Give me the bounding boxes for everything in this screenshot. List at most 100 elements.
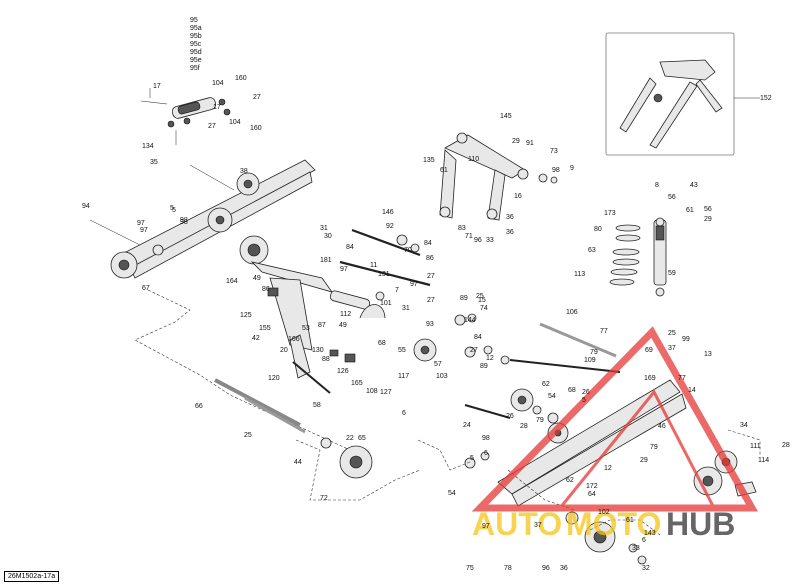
part-callout: 110 [468, 156, 479, 163]
part-callout: 58 [313, 402, 321, 409]
part-callout: 114 [758, 457, 769, 464]
lower-idler-wheels [295, 437, 661, 565]
shock-stack-callout: 95b [190, 33, 202, 40]
part-callout: 130 [312, 347, 324, 354]
part-callout: 143 [644, 530, 656, 537]
part-callout: 27 [253, 94, 261, 101]
part-callout: 166 [288, 336, 300, 343]
shock-stack-callout: 95f [190, 65, 200, 72]
middle-idler-wheels [413, 313, 621, 419]
watermark-moto: MOTO [566, 506, 661, 542]
part-callout: 49 [339, 322, 347, 329]
part-callout: 65 [358, 435, 366, 442]
part-callout: 109 [584, 357, 596, 364]
part-callout: 102 [598, 509, 610, 516]
part-callout: 13 [704, 351, 712, 358]
part-callout: 29 [704, 216, 712, 223]
part-callout: 92 [386, 223, 394, 230]
shock-stack-callout: 95 [190, 17, 198, 24]
part-callout: 108 [366, 388, 378, 395]
part-callout: 46 [658, 423, 666, 430]
part-callout: 97 [410, 281, 418, 288]
part-callout: 26 [506, 413, 514, 420]
part-callout: 53 [302, 325, 310, 332]
part-callout: 96 [542, 565, 550, 572]
center-shock-assembly [609, 217, 667, 297]
watermark-logo: AUTO MOTO HUB [471, 326, 759, 542]
part-callout: 37 [534, 522, 542, 529]
part-callout: 86 [426, 255, 434, 262]
watermark-auto: AUTO [472, 506, 562, 542]
part-callout: 27 [208, 123, 216, 130]
part-callout: 89 [460, 295, 468, 302]
part-callout: 7 [395, 287, 399, 294]
part-callout: 36 [560, 565, 568, 572]
part-callout: 36 [506, 214, 514, 221]
part-callout: 30 [324, 233, 332, 240]
part-callout: 57 [434, 361, 442, 368]
part-callout: 54 [448, 490, 456, 497]
part-callout: 112 [340, 311, 351, 318]
part-callout: 70 [404, 247, 412, 254]
part-callout: 28 [782, 442, 790, 449]
part-callout: 74 [480, 305, 488, 312]
part-callout: 79 [650, 444, 658, 451]
part-callout: 67 [142, 285, 150, 292]
part-callout: 56 [668, 194, 676, 201]
part-callout: 26 [582, 389, 590, 396]
part-callout: 104 [229, 119, 241, 126]
part-callout: 24 [463, 422, 471, 429]
part-callout: 87 [318, 322, 326, 329]
part-callout: 15 [478, 297, 486, 304]
part-callout: 103 [436, 373, 448, 380]
shock-stack-callout: 95e [190, 57, 202, 64]
shock-stack-callout: 95d [190, 49, 202, 56]
part-callout: 135 [423, 157, 435, 164]
part-callout: 69 [645, 347, 653, 354]
shock-stack-callout: 95c [190, 41, 202, 48]
part-callout: 134 [142, 143, 154, 150]
part-callout: 32 [642, 565, 650, 572]
part-callout: 63 [588, 247, 596, 254]
part-callout: 6 [402, 410, 406, 417]
part-callout: 33 [486, 237, 494, 244]
part-callout: 35 [150, 159, 158, 166]
assembly-overview-inset [605, 32, 760, 156]
part-callout: 84 [346, 244, 354, 251]
part-callout: 144 [464, 317, 476, 324]
part-callout: 59 [668, 270, 676, 277]
part-callout: 20 [280, 347, 288, 354]
part-callout: 25 [668, 330, 676, 337]
part-callout: 165 [351, 380, 363, 387]
part-callout: 6 [642, 537, 646, 544]
part-callout: 127 [380, 389, 392, 396]
part-callout: 84 [424, 240, 432, 247]
part-callout: 27 [470, 347, 478, 354]
part-callout: 173 [604, 210, 616, 217]
part-callout: 17 [213, 104, 221, 111]
part-callout: 145 [500, 113, 512, 120]
part-callout: 14 [688, 387, 696, 394]
part-callout: 75 [466, 565, 474, 572]
part-callout: 86 [262, 286, 270, 293]
part-callout: 113 [574, 271, 585, 278]
part-callout: 96 [474, 237, 482, 244]
part-callout: 104 [212, 80, 224, 87]
part-callout: 93 [426, 321, 434, 328]
part-callout: 33 [632, 545, 640, 552]
part-callout: 152 [760, 95, 772, 102]
part-callout: 62 [566, 477, 574, 484]
part-callout: 98 [180, 217, 188, 224]
part-callout: 131 [378, 271, 390, 278]
part-callout: 83 [458, 225, 466, 232]
part-callout: 29 [512, 138, 520, 145]
part-callout: 61 [626, 517, 634, 524]
center-cross-shafts [214, 228, 431, 434]
part-callout: 120 [268, 375, 280, 382]
part-callout: 8 [655, 182, 659, 189]
front-arm-assembly [239, 235, 386, 379]
part-callout: 79 [590, 349, 598, 356]
part-callout: 94 [82, 203, 90, 210]
part-callout: 125 [240, 312, 252, 319]
